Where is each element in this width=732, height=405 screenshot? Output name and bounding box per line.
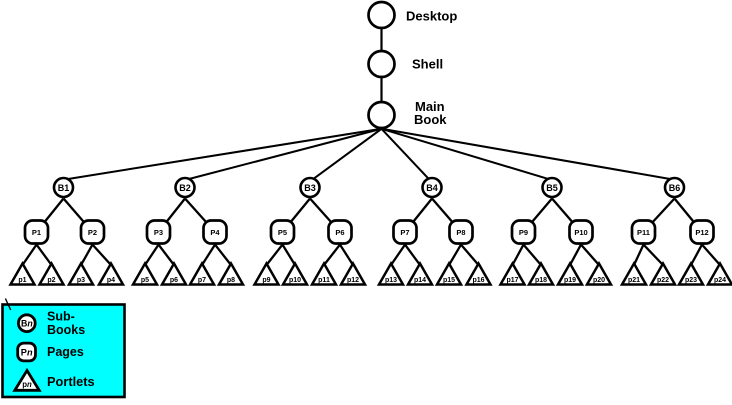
svg-text:P3: P3: [154, 228, 163, 237]
svg-text:B5: B5: [546, 183, 558, 193]
svg-text:p5: p5: [141, 277, 149, 284]
svg-text:P7: P7: [400, 228, 409, 237]
svg-text:p4: p4: [107, 277, 115, 284]
svg-text:Pn: Pn: [21, 348, 33, 358]
svg-text:p8: p8: [227, 277, 235, 284]
svg-text:Book: Book: [414, 112, 447, 127]
svg-text:Bn: Bn: [21, 318, 33, 328]
svg-text:p20: p20: [593, 277, 605, 284]
svg-text:p10: p10: [289, 277, 301, 284]
svg-text:p7: p7: [198, 277, 206, 284]
svg-text:Books: Books: [47, 323, 85, 337]
svg-text:pn: pn: [22, 380, 32, 389]
svg-text:B3: B3: [304, 183, 316, 193]
svg-text:Shell: Shell: [412, 57, 443, 72]
svg-text:p16: p16: [472, 277, 484, 284]
svg-text:P6: P6: [335, 228, 344, 237]
svg-text:Portlets: Portlets: [47, 374, 95, 389]
svg-text:p1: p1: [18, 277, 26, 284]
svg-text:Desktop: Desktop: [406, 9, 457, 24]
svg-text:Pages: Pages: [47, 345, 84, 359]
svg-text:p14: p14: [414, 277, 426, 284]
svg-text:P4: P4: [210, 228, 220, 237]
svg-text:p13: p13: [385, 277, 397, 284]
svg-text:p23: p23: [685, 277, 697, 284]
svg-text:p3: p3: [77, 277, 85, 284]
svg-text:P2: P2: [88, 228, 97, 237]
svg-text:Main: Main: [415, 99, 445, 114]
svg-text:P5: P5: [278, 228, 287, 237]
svg-text:p11: p11: [318, 277, 330, 284]
svg-text:p6: p6: [170, 277, 178, 284]
svg-text:P8: P8: [456, 228, 465, 237]
svg-text:p17: p17: [506, 277, 518, 284]
svg-text:p24: p24: [714, 277, 726, 284]
svg-text:B6: B6: [669, 183, 681, 193]
svg-text:P9: P9: [519, 228, 528, 237]
svg-text:B4: B4: [426, 183, 438, 193]
svg-text:P11: P11: [637, 228, 650, 237]
svg-text:p2: p2: [47, 277, 55, 284]
svg-text:P10: P10: [574, 228, 587, 237]
svg-text:B1: B1: [58, 183, 70, 193]
svg-text:p19: p19: [564, 277, 576, 284]
svg-text:Sub-: Sub-: [47, 309, 75, 323]
svg-text:P1: P1: [32, 228, 41, 237]
svg-text:P12: P12: [695, 228, 708, 237]
svg-text:B2: B2: [179, 183, 191, 193]
svg-text:p21: p21: [628, 277, 640, 284]
svg-text:p22: p22: [657, 277, 669, 284]
svg-text:p9: p9: [262, 277, 270, 284]
svg-text:p12: p12: [347, 277, 359, 284]
svg-text:p15: p15: [443, 277, 455, 284]
svg-text:p18: p18: [535, 277, 547, 284]
